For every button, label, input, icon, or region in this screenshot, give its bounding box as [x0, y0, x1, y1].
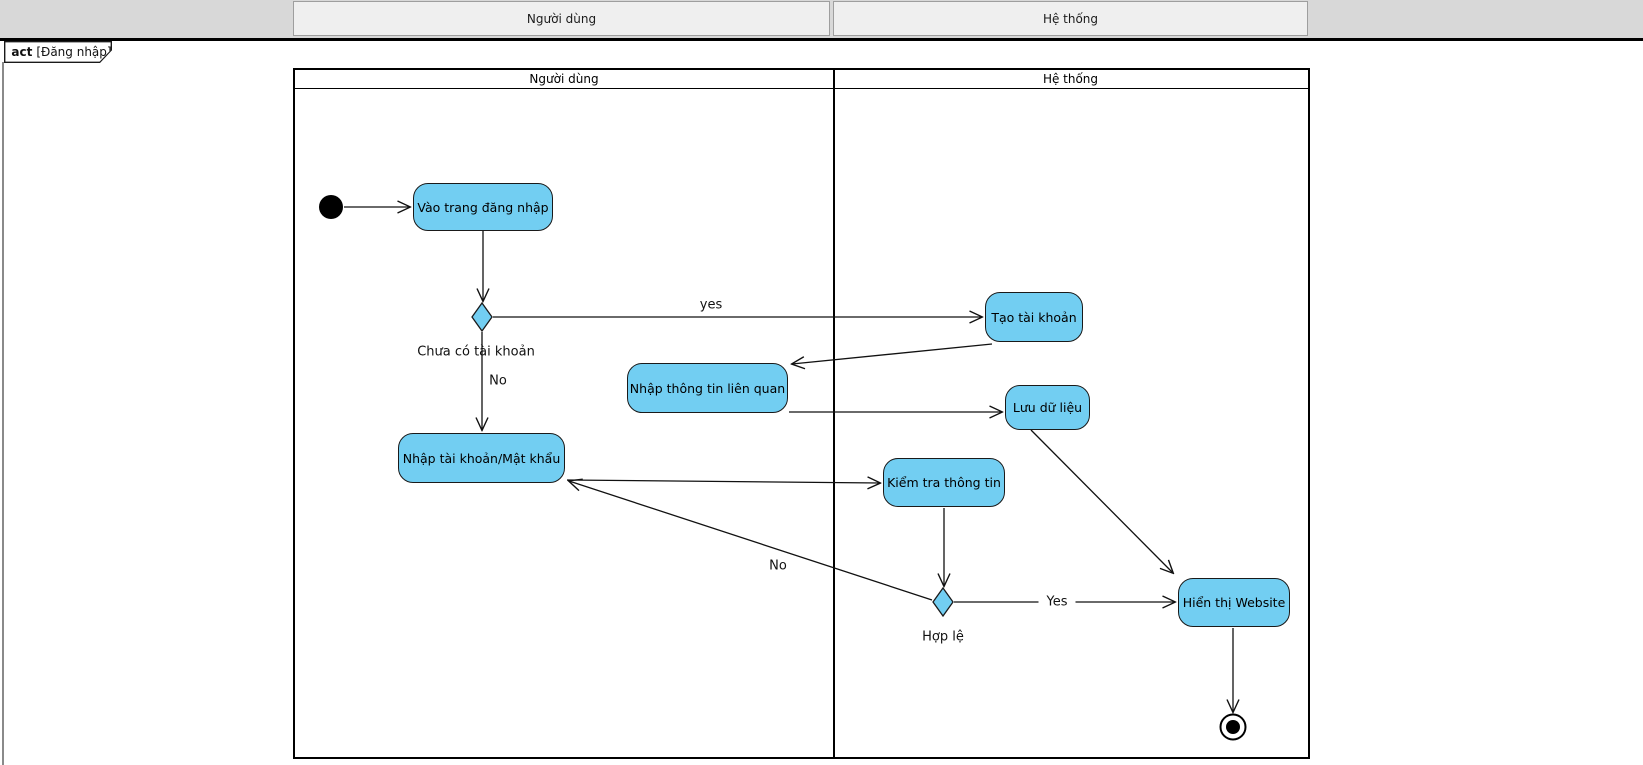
- final-node-inner: [1226, 720, 1240, 734]
- lane-header-he-thong[interactable]: Hệ thống: [833, 70, 1308, 88]
- initial-node[interactable]: [319, 195, 343, 219]
- frozen-lane-header-nguoi-dung[interactable]: Người dùng: [293, 1, 830, 36]
- edge-create-account-to-enter-info[interactable]: [792, 343, 993, 364]
- edge-label-no-retry[interactable]: No: [769, 558, 787, 574]
- frozen-lane-header-label: Hệ thống: [1042, 11, 1099, 26]
- frozen-lane-header-label: Người dùng: [526, 11, 597, 26]
- activity-check-info[interactable]: Kiểm tra thông tin: [883, 458, 1005, 507]
- decision-node-account[interactable]: [471, 301, 493, 333]
- activity-save-data[interactable]: Lưu dữ liệu: [1005, 385, 1090, 430]
- lane-title: Hệ thống: [1042, 72, 1099, 86]
- activity-enter-related-info[interactable]: Nhập thông tin liên quan: [627, 363, 788, 413]
- guard-label-valid[interactable]: Hợp lệ: [922, 629, 964, 645]
- edge-label-no-login[interactable]: No: [489, 373, 507, 389]
- frame-keyword: act: [11, 45, 33, 59]
- header-bar-divider: [0, 38, 1643, 41]
- pool-header-row: Người dùng Hệ thống: [295, 70, 1308, 89]
- frozen-lane-header-bar: Người dùng Hệ thống: [0, 0, 1643, 38]
- guard-label-no-account[interactable]: Chưa có tài khoản: [417, 344, 535, 360]
- swimlane-pool[interactable]: Người dùng Hệ thống: [293, 68, 1310, 759]
- lane-divider[interactable]: [833, 70, 835, 757]
- edge-save-data-to-show-website[interactable]: [1030, 429, 1173, 573]
- decision-node-valid[interactable]: [932, 586, 954, 618]
- activity-frame-label[interactable]: act [Đăng nhập]: [4, 41, 112, 63]
- lane-title: Người dùng: [529, 72, 599, 86]
- edge-label-yes-show[interactable]: Yes: [1038, 594, 1076, 610]
- activity-create-account[interactable]: Tạo tài khoản: [985, 292, 1083, 342]
- lane-header-nguoi-dung[interactable]: Người dùng: [295, 70, 833, 88]
- activity-show-website[interactable]: Hiển thị Website: [1178, 578, 1290, 627]
- activity-open-login-page[interactable]: Vào trang đăng nhập: [413, 183, 553, 231]
- edge-label-yes-create[interactable]: yes: [699, 297, 723, 313]
- edge-credentials-to-check-info[interactable]: [566, 480, 880, 483]
- activity-enter-credentials[interactable]: Nhập tài khoản/Mật khẩu: [398, 433, 565, 483]
- frame-title: [Đăng nhập]: [36, 45, 112, 59]
- activity-frame-left-border: [2, 62, 4, 765]
- frozen-lane-header-he-thong[interactable]: Hệ thống: [833, 1, 1308, 36]
- edge-decision2-no-retry[interactable]: [569, 481, 933, 601]
